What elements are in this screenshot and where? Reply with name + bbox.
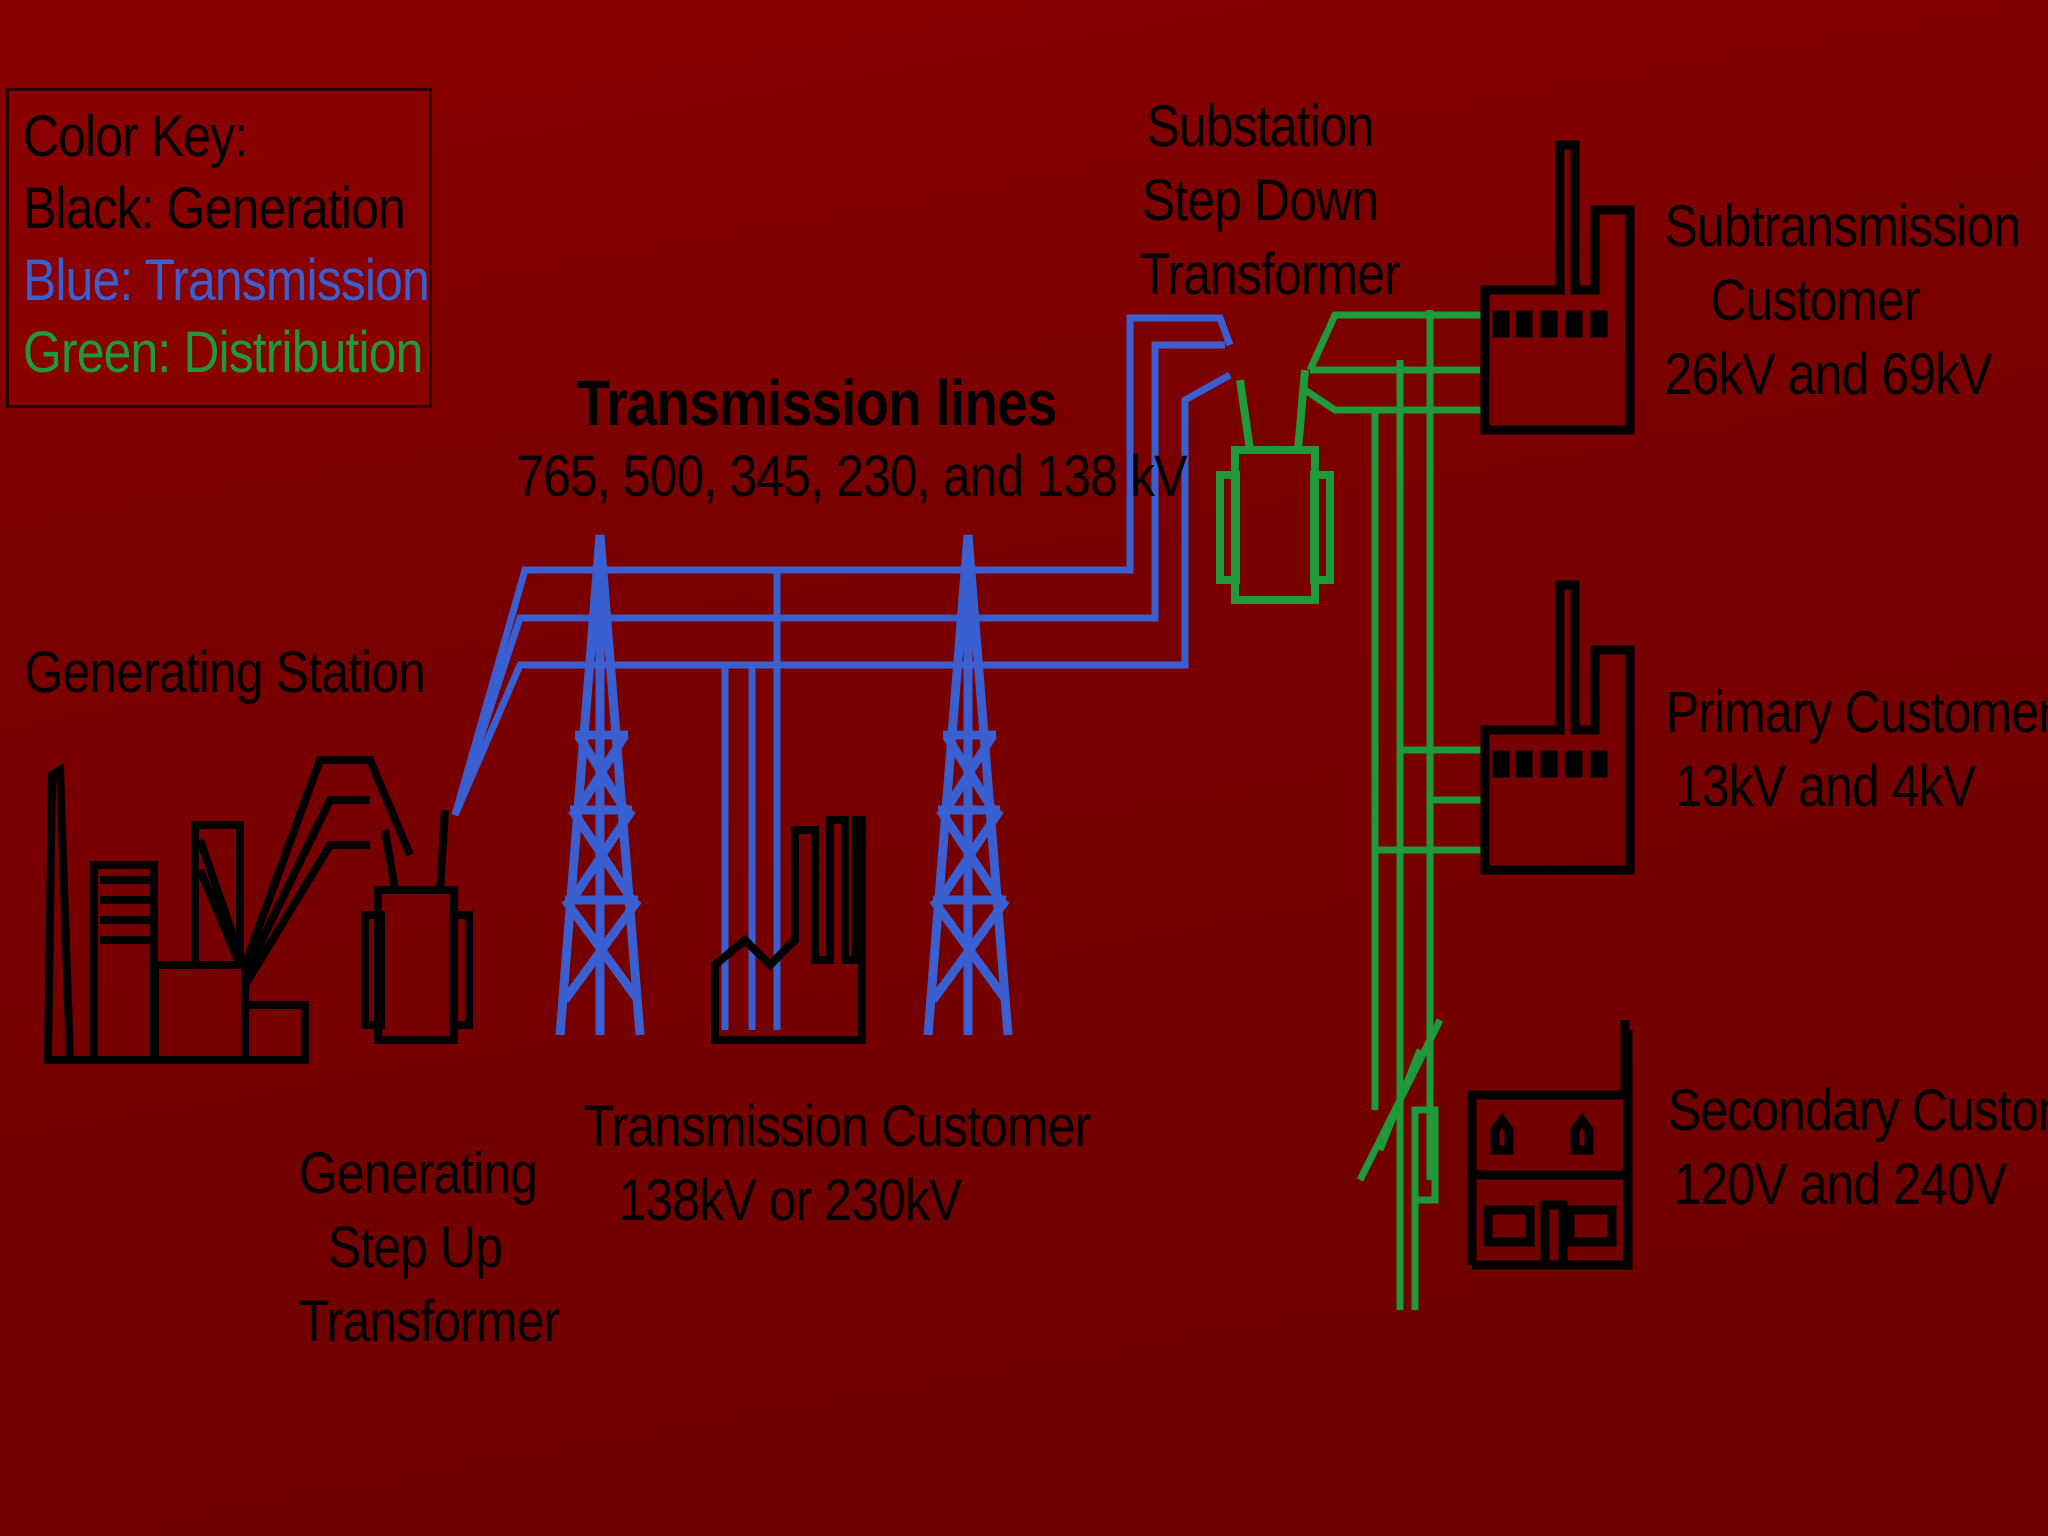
primary-line-2: 13kV and 4kV xyxy=(1674,754,1976,819)
subtransmission-customer-factory-icon xyxy=(1480,140,1635,435)
step-up-line-2: Step Up xyxy=(327,1215,503,1280)
step-up-transformer-icon xyxy=(361,809,473,1044)
subtransmission-line-3: 26kV and 69kV xyxy=(1664,342,1993,407)
substation-line-3: Transformer xyxy=(1139,242,1401,307)
secondary-line-2: 120V and 240V xyxy=(1673,1152,2008,1217)
transmission-tower-1-icon xyxy=(555,534,645,1036)
step-up-line-1: Generating xyxy=(298,1141,538,1206)
color-key-title: Color Key: xyxy=(23,104,248,169)
step-down-transformer-icon xyxy=(1216,369,1334,604)
color-key-green: Green: Distribution xyxy=(23,320,423,385)
transmission-customer-line-1: Transmission Customer xyxy=(583,1094,1092,1159)
primary-customer-factory-icon xyxy=(1480,580,1635,875)
color-key-black: Black: Generation xyxy=(23,176,406,241)
color-key-blue: Blue: Transmission xyxy=(23,248,430,313)
primary-line-1: Primary Customer xyxy=(1665,680,2048,745)
secondary-customer-house-icon xyxy=(1467,1020,1633,1270)
substation-label: Substation Step Down Transformer xyxy=(1139,90,1401,312)
secondary-line-1: Secondary Customer xyxy=(1668,1078,2048,1143)
secondary-customer-label: Secondary Customer 120V and 240V xyxy=(1668,1074,2048,1222)
subtransmission-line-1: Subtransmission xyxy=(1664,194,2022,259)
substation-line-2: Step Down xyxy=(1141,168,1379,233)
color-key: Color Key: Black: Generation Blue: Trans… xyxy=(6,88,432,408)
step-up-transformer-label: Generating Step Up Transformer xyxy=(298,1137,560,1359)
transmission-lines-voltages: 765, 500, 345, 230, and 138 kV xyxy=(516,444,1187,509)
generating-station-icon xyxy=(44,756,414,1064)
transmission-customer-label: Transmission Customer 138kV or 230kV xyxy=(583,1090,1092,1238)
subtransmission-line-2: Customer xyxy=(1710,268,1920,333)
transmission-lines xyxy=(451,314,1234,1030)
substation-line-1: Substation xyxy=(1146,94,1374,159)
transmission-customer-line-2: 138kV or 230kV xyxy=(618,1168,963,1233)
transmission-customer-factory-icon xyxy=(711,816,866,1044)
distribution-lines xyxy=(1303,310,1485,1310)
step-up-line-3: Transformer xyxy=(298,1289,560,1354)
transmission-lines-title: Transmission lines xyxy=(576,367,1057,439)
generating-station-label: Generating Station xyxy=(24,640,426,705)
transmission-tower-2-icon xyxy=(923,534,1013,1036)
subtransmission-customer-label: Subtransmission Customer 26kV and 69kV xyxy=(1664,190,2022,412)
primary-customer-label: Primary Customer 13kV and 4kV xyxy=(1665,676,2048,824)
